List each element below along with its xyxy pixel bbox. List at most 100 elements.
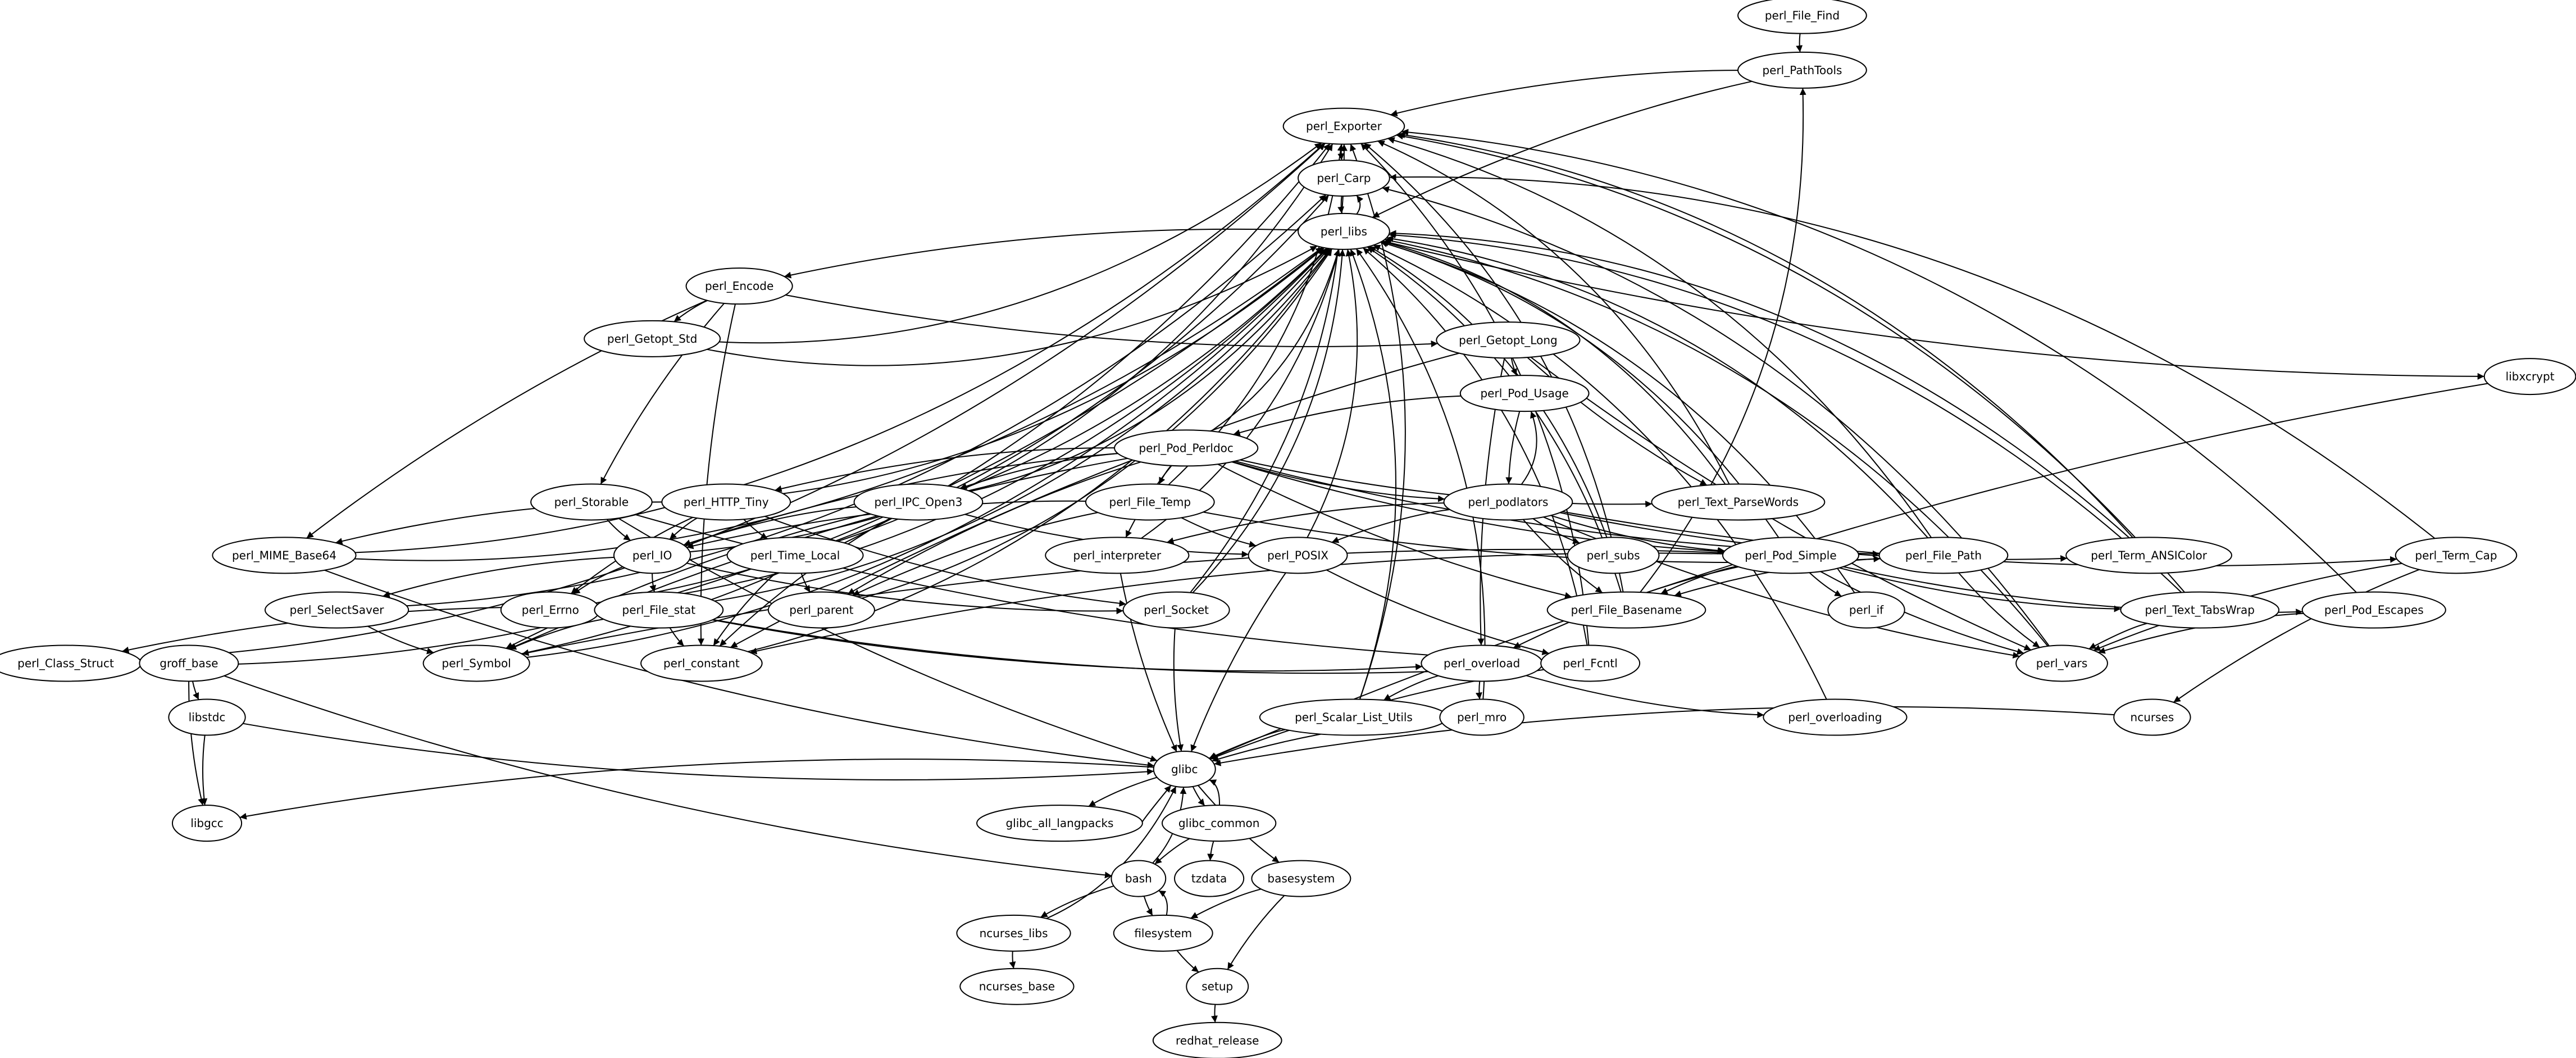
node-ellipse (1878, 537, 2009, 574)
node-perl-overload: perl_overload (1421, 644, 1543, 682)
node-label: perl_Storable (554, 495, 629, 508)
edge-perl-overload-to-perl-scalar-list-utils (1383, 675, 1439, 701)
node-label: filesystem (1134, 927, 1192, 940)
edge-perl-file-temp-to-perl-posix (1181, 517, 1257, 548)
node-ellipse (767, 591, 875, 629)
node-label: perl_IPC_Open3 (875, 495, 963, 508)
edge-perl-pod-perldoc-to-perl-libs (1210, 249, 1340, 432)
node-label: perl_overloading (1788, 711, 1882, 724)
edge-glibc-common-to-bash (1154, 838, 1190, 865)
node-perl-pod-simple: perl_Pod_Simple (1722, 537, 1859, 574)
node-perl-text-tabswrap: perl_Text_TabsWrap (2120, 591, 2280, 629)
edge-perl-interpreter-to-glibc (1119, 573, 1177, 752)
node-perl-file-basename: perl_File_Basename (1546, 591, 1706, 629)
node-label: libxcrypt (2506, 370, 2555, 383)
node-perl-fcntl: perl_Fcntl (1540, 644, 1641, 682)
node-ellipse (2301, 591, 2446, 629)
node-ellipse (2015, 644, 2108, 682)
node-ellipse (1546, 591, 1706, 629)
edge-perl-libs-to-perl-carp (1356, 195, 1364, 215)
node-label: perl_Carp (1317, 171, 1371, 185)
edge-perl-symbol-to-perl-libs (526, 248, 1328, 658)
node-libgcc: libgcc (171, 805, 243, 842)
edge-perl-pod-perldoc-to-perl-parent (847, 461, 1141, 595)
edge-perl-libs-to-perl-encode (784, 228, 1299, 279)
edge-perl-podlators-to-perl-pod-simple (1550, 515, 1725, 554)
edge-setup-to-redhat-release (1211, 1004, 1218, 1023)
edge-perl-podlators-to-perl-subs (1532, 518, 1580, 544)
edge-perl-pod-usage-to-perl-podlators (1505, 411, 1521, 484)
node-setup: setup (1186, 968, 1249, 1005)
edge-perl-term-cap-to-ncurses (2173, 569, 2420, 703)
edge-perl-encode-to-perl-constant (697, 303, 736, 646)
node-glibc-common: glibc_common (1161, 805, 1277, 842)
edge-perl-errno-to-perl-libs (598, 247, 1328, 606)
edge-perl-io-to-perl-errno (572, 566, 623, 595)
edge-glibc-common-to-glibc (1209, 779, 1221, 806)
node-ellipse (2113, 698, 2191, 736)
node-label: perl_Term_ANSIColor (2091, 548, 2207, 562)
node-ellipse (1439, 698, 1524, 736)
node-label: perl_Text_ParseWords (1678, 495, 1799, 508)
edge-perl-mime-base64-to-glibc (324, 569, 1154, 769)
edge-libstdc-to-glibc (243, 723, 1154, 780)
edge-perl-text-tabswrap-to-perl-vars (2088, 623, 2147, 650)
edge-groff-base-to-bash (224, 675, 1112, 879)
node-ellipse (1540, 644, 1641, 682)
node-label: perl_mro (1457, 711, 1507, 724)
node-label: basesystem (1267, 872, 1335, 886)
node-label: perl_SelectSaver (290, 603, 385, 617)
node-label: perl_Exporter (1306, 120, 1382, 133)
node-label: perl_overload (1444, 656, 1520, 670)
node-ellipse (1436, 321, 1581, 359)
edge-libxcrypt-to-glibc (1209, 383, 2488, 760)
node-perl-pathtools: perl_PathTools (1737, 51, 1867, 89)
edge-perl-overloading-to-perl-libs (1373, 244, 1827, 700)
node-label: perl_podlators (1468, 495, 1548, 508)
edge-perl-http-tiny-to-perl-socket (764, 516, 1126, 607)
edge-perl-ipc-open3-to-perl-libs (968, 248, 1331, 492)
node-ellipse (1045, 537, 1190, 574)
node-label: glibc (1171, 762, 1198, 776)
edge-perl-file-path-to-perl-exporter (1387, 137, 1932, 538)
node-perl-podlators: perl_podlators (1443, 483, 1573, 521)
node-ellipse (171, 805, 243, 842)
edge-perl-pod-usage-to-perl-pod-perldoc (1233, 395, 1462, 436)
edge-perl-podlators-to-perl-interpreter (1167, 502, 1444, 544)
edge-perl-socket-to-perl-exporter (1190, 144, 1348, 593)
node-label: setup (1201, 980, 1233, 993)
node-perl-pod-perldoc: perl_Pod_Perldoc (1114, 429, 1259, 467)
node-label: perl_IO (632, 548, 672, 562)
node-ellipse (1153, 751, 1216, 788)
edge-perl-podlators-to-perl-pod-usage (1521, 411, 1537, 485)
node-tzdata: tzdata (1174, 860, 1245, 897)
edge-perl-io-to-perl-socket (686, 562, 1123, 615)
edge-groff-base-to-libstdc (192, 681, 199, 700)
node-ellipse (959, 968, 1075, 1005)
edge-perl-file-temp-to-perl-parent (852, 512, 1098, 596)
edge-perl-file-basename-to-perl-pathtools (1640, 88, 1806, 593)
node-label: perl_Term_Cap (2415, 548, 2497, 562)
edge-perl-getopt-long-to-perl-pod-usage (1510, 358, 1517, 376)
edges-layer (122, 33, 2488, 1023)
node-label: perl_File_Path (1905, 548, 1982, 562)
edge-perl-fcntl-to-perl-libs (1362, 247, 1588, 646)
edge-perl-time-local-to-perl-exporter (838, 143, 1333, 542)
node-label: perl_Text_TabsWrap (2145, 603, 2255, 617)
node-label: glibc_all_langpacks (1005, 816, 1113, 830)
node-perl-subs: perl_subs (1567, 537, 1660, 574)
node-libxcrypt: libxcrypt (2483, 358, 2576, 396)
edge-glibc-to-glibc-all-langpacks (1088, 777, 1157, 807)
edge-perl-vars-to-perl-libs (1384, 237, 2049, 647)
node-filesystem: filesystem (1113, 914, 1213, 952)
node-label: libstdc (189, 711, 226, 724)
edge-perl-encode-to-perl-getopt-std (673, 299, 708, 323)
edge-perl-storable-to-perl-fcntl (635, 514, 1541, 665)
node-ellipse (1459, 375, 1590, 412)
edge-perl-getopt-std-to-perl-libs (707, 246, 1318, 366)
edge-perl-io-to-perl-selectsaver (383, 556, 615, 598)
node-perl-term-ansicolor: perl_Term_ANSIColor (2065, 537, 2232, 574)
edge-perl-selectsaver-to-perl-carp (406, 194, 1327, 607)
edge-perl-pod-perldoc-to-perl-pod-simple (1231, 461, 1724, 555)
node-perl-carp: perl_Carp (1298, 160, 1390, 197)
